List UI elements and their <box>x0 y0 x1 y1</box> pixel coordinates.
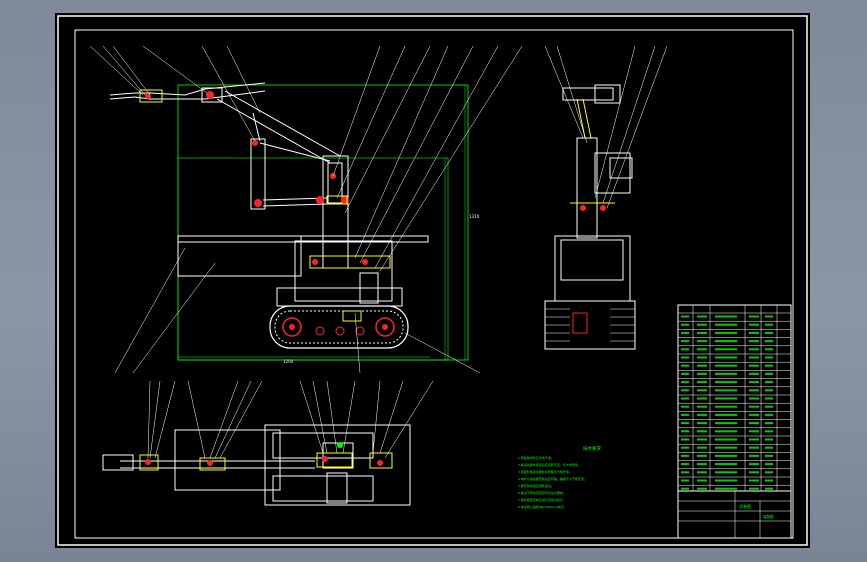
top-view <box>102 380 434 506</box>
note-line: 8.未注明公差按GB/T1804-m执行。 <box>518 504 567 509</box>
parts-list <box>677 304 792 539</box>
title-block-drawing-no: 装配图 <box>763 514 774 519</box>
dimension-width: 1200 <box>283 359 294 364</box>
title-block-title: 总装图 <box>739 503 751 509</box>
drawing-sheet: 1200 1310 <box>55 13 810 548</box>
note-line: 7.整机装配完成后进行空载试运行。 <box>518 497 566 502</box>
notes-title: 技术要求 <box>583 445 601 452</box>
technical-notes: 技术要求 1.装配前零件应清洗干净。 2.各运动部件装配后应运转灵活，无卡滞现象… <box>518 445 601 509</box>
dimension-height: 1310 <box>469 214 480 219</box>
note-line: 4.电机与减速器安装后应同轴，偏差不大于规定值。 <box>518 476 587 481</box>
inner-frame <box>74 29 794 539</box>
note-line: 5.履带张紧度应调整适当。 <box>518 483 554 488</box>
drawing-canvas: 1200 1310 <box>57 15 808 546</box>
note-line: 2.各运动部件装配后应运转灵活，无卡滞现象。 <box>518 462 581 467</box>
note-line: 1.装配前零件应清洗干净。 <box>518 455 554 460</box>
front-view: 1200 1310 <box>89 45 523 374</box>
side-view <box>544 45 668 350</box>
note-line: 6.各关节转动范围应符合设计要求。 <box>518 490 566 495</box>
note-line: 3.装配时各连接螺栓应按规定力矩拧紧。 <box>518 469 572 474</box>
outer-frame <box>57 15 808 546</box>
title-block: 总装图 装配图 <box>677 490 792 539</box>
